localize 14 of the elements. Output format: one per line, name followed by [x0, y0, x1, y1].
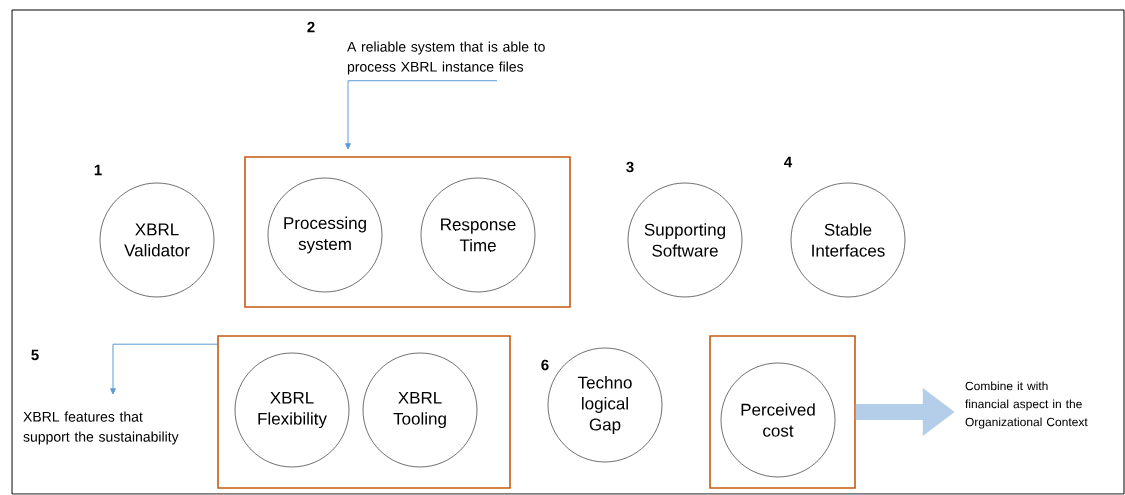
- callout-number: 1: [94, 164, 102, 176]
- callout-number: 5: [31, 349, 39, 361]
- callout-number: 2: [307, 21, 315, 33]
- callout-text: Combine it with financial aspect in the Organizational Context: [965, 381, 1088, 429]
- callout-number: 6: [541, 359, 549, 371]
- arrow: [345, 80, 498, 150]
- callout-text: A reliable system that is able to process XBRL instance files: [347, 41, 545, 75]
- group-frame: [244, 156, 571, 308]
- arrow: [110, 343, 218, 395]
- callout-text: XBRL features that support the sustainability: [23, 411, 179, 445]
- callout-number: 3: [626, 161, 634, 173]
- group-frame: [217, 335, 511, 489]
- group-frame: [709, 335, 856, 489]
- callout-number: 4: [784, 156, 793, 168]
